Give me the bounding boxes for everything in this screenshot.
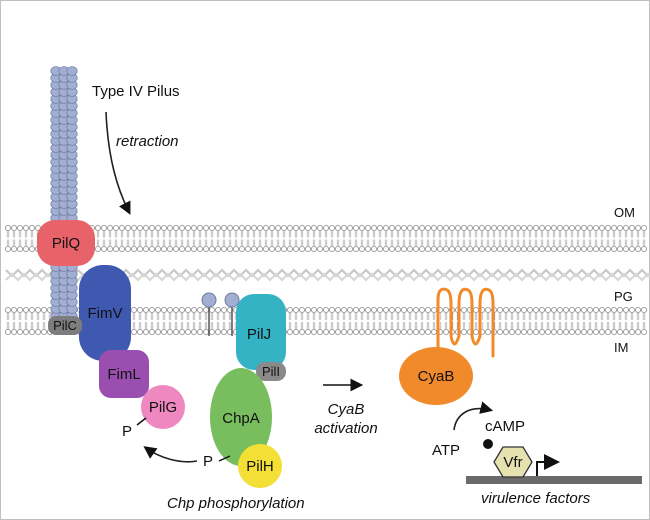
atp-to-camp-arrow — [453, 401, 494, 431]
camp-label: cAMP — [485, 418, 525, 435]
vfr-protein — [493, 446, 533, 478]
chpa-protein — [210, 368, 272, 466]
retraction-arrow — [105, 111, 131, 215]
pilq-protein — [37, 220, 95, 266]
chpa-phosphate-bond — [218, 455, 231, 462]
cyab-activation-label-2: activation — [314, 420, 377, 437]
fiml-label: FimL — [107, 366, 140, 383]
type-iv-pilus-label: Type IV Pilus — [92, 83, 180, 100]
chpa-label: ChpA — [222, 410, 260, 427]
pili-protein — [256, 362, 286, 381]
pilg-label: PilG — [149, 399, 177, 416]
pilq-label: PilQ — [52, 235, 80, 252]
phosphotransfer-arrow — [143, 446, 198, 463]
pilh-protein — [238, 444, 282, 488]
cyab-protein — [399, 347, 473, 405]
lipid-receptor-1 — [201, 292, 217, 336]
pilj-label: PilJ — [247, 326, 271, 343]
fiml-protein — [99, 350, 149, 398]
lipid-receptor-2 — [224, 292, 240, 336]
om-label: OM — [614, 205, 635, 220]
pili-label: PilI — [262, 364, 280, 379]
chp-phosphorylation-label: Chp phosphorylation — [167, 495, 305, 512]
retraction-label: retraction — [116, 133, 179, 150]
fimv-protein — [79, 265, 131, 361]
atp-label: ATP — [432, 442, 460, 459]
cyab-activation-label-1: CyaB — [328, 401, 365, 418]
fimv-label: FimV — [88, 305, 123, 322]
chpa-phosphate-label: P — [203, 453, 213, 470]
pg-label: PG — [614, 289, 633, 304]
virulence-factors-label: virulence factors — [481, 490, 591, 507]
promoter-arrow — [536, 454, 560, 476]
pilh-label: PilH — [246, 458, 274, 475]
cyab-transmembrane-helices — [436, 287, 495, 366]
pilc-label: PilC — [53, 318, 77, 333]
pilc-protein — [48, 316, 82, 335]
pilg-phosphate-bond — [136, 417, 147, 426]
cyab-label: CyaB — [418, 368, 455, 385]
type-iv-pilus-fiber — [50, 66, 78, 321]
im-label: IM — [614, 340, 628, 355]
dna-strand — [466, 476, 642, 484]
camp-molecule — [483, 439, 493, 449]
pilg-phosphate-label: P — [122, 423, 132, 440]
vfr-label: Vfr — [503, 454, 522, 471]
pilj-protein — [236, 294, 286, 370]
pilg-protein — [141, 385, 185, 429]
